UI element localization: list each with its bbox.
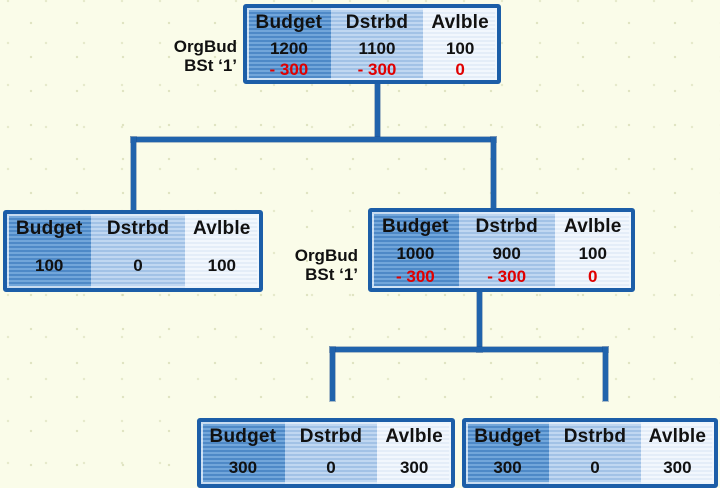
avlble-column: Avlble 100 0: [554, 212, 631, 288]
budget-table-leaf-right: Budget 300 Dstrbd 0 Avlble 300: [462, 418, 718, 488]
dstrbd-column: Dstrbd 0: [284, 422, 378, 484]
leaf-right-budget-value: 300: [493, 458, 522, 477]
budget-table-child-right: Budget 1000 - 300 Dstrbd 900 - 300 Avlbl…: [368, 208, 635, 292]
budget-column: Budget 100: [7, 214, 92, 288]
connector-level1-horizontal: [131, 137, 496, 142]
child-right-budget-adjustment: - 300: [396, 266, 435, 286]
budget-column: Budget 300: [466, 422, 550, 484]
child-right-dstrbd-adjustment: - 300: [487, 266, 527, 286]
child-right-node-label-line1: OrgBud: [294, 246, 358, 265]
root-node-label: OrgBud BSt ‘1’: [117, 37, 237, 75]
connector-level1-right-drop: [491, 137, 496, 208]
header-budget: Budget: [474, 426, 541, 447]
leaf-right-dstrbd-value: 0: [590, 458, 600, 477]
child-right-avlble-adjustment: 0: [588, 266, 598, 286]
avlble-column: Avlble 100 0: [423, 8, 497, 80]
budget-column: Budget 1000 - 300: [372, 212, 459, 288]
root-node-label-line1: OrgBud: [173, 37, 237, 56]
header-avlble: Avlble: [564, 216, 622, 237]
header-dstrbd: Dstrbd: [475, 216, 538, 237]
header-budget: Budget: [15, 218, 83, 239]
connector-child-right-stem: [477, 292, 482, 352]
root-budget-adjustment: - 300: [269, 59, 309, 79]
root-avlble-adjustment: 0: [455, 59, 465, 79]
connector-root-stem: [375, 84, 380, 141]
budget-column: Budget 1200 - 300: [247, 8, 331, 80]
avlble-column: Avlble 300: [377, 422, 451, 484]
dstrbd-column: Dstrbd 900 - 300: [458, 212, 555, 288]
root-dstrbd-value: 1100: [358, 38, 396, 58]
header-avlble: Avlble: [385, 426, 443, 447]
header-dstrbd: Dstrbd: [345, 12, 409, 33]
budget-column: Budget 300: [201, 422, 285, 484]
root-node-label-line2: BSt ‘1’: [184, 56, 237, 75]
child-right-budget-value: 1000: [396, 243, 435, 263]
connector-level1-left-drop: [131, 137, 136, 210]
header-budget: Budget: [209, 426, 277, 447]
child-left-budget-value: 100: [35, 256, 64, 275]
header-dstrbd: Dstrbd: [106, 218, 170, 239]
leaf-left-budget-value: 300: [228, 458, 258, 477]
child-right-node-label: OrgBud BSt ‘1’: [238, 246, 358, 284]
root-dstrbd-adjustment: - 300: [357, 59, 397, 79]
header-budget: Budget: [382, 216, 449, 237]
child-left-avlble-value: 100: [207, 256, 236, 275]
child-left-dstrbd-value: 0: [133, 256, 143, 275]
dstrbd-column: Dstrbd 0: [549, 422, 641, 484]
child-right-avlble-value: 100: [578, 243, 607, 263]
header-budget: Budget: [255, 12, 323, 33]
header-avlble: Avlble: [193, 218, 251, 239]
connector-level2-right-drop: [603, 347, 608, 401]
header-dstrbd: Dstrbd: [563, 426, 627, 447]
connector-level2-left-drop: [330, 347, 335, 401]
leaf-left-dstrbd-value: 0: [326, 458, 336, 477]
header-avlble: Avlble: [648, 426, 707, 447]
dstrbd-column: Dstrbd 0: [91, 214, 185, 288]
budget-table-root: Budget 1200 - 300 Dstrbd 1100 - 300 Avlb…: [243, 4, 501, 84]
avlble-column: Avlble 300: [640, 422, 714, 484]
header-avlble: Avlble: [431, 12, 489, 33]
connector-level2-horizontal: [330, 347, 608, 352]
child-right-dstrbd-value: 900: [492, 243, 521, 263]
dstrbd-column: Dstrbd 1100 - 300: [330, 8, 424, 80]
root-budget-value: 1200: [269, 38, 308, 58]
leaf-right-avlble-value: 300: [663, 458, 692, 477]
budget-table-leaf-left: Budget 300 Dstrbd 0 Avlble 300: [197, 418, 455, 488]
header-dstrbd: Dstrbd: [299, 426, 363, 447]
leaf-left-avlble-value: 300: [399, 458, 429, 477]
child-right-node-label-line2: BSt ‘1’: [305, 265, 358, 284]
budget-table-child-left: Budget 100 Dstrbd 0 Avlble 100: [3, 210, 263, 292]
avlble-column: Avlble 100: [184, 214, 259, 288]
root-avlble-value: 100: [445, 38, 475, 58]
